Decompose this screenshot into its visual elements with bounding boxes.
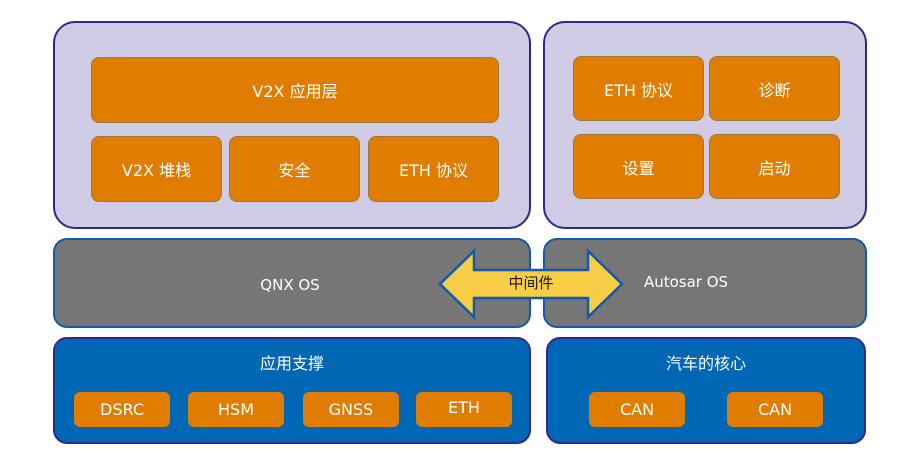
can-module-2: CAN bbox=[727, 392, 823, 427]
hsm-module: HSM bbox=[188, 392, 284, 427]
app-support-title: 应用支撑 bbox=[259, 354, 324, 373]
startup-module: 启动 bbox=[709, 134, 840, 199]
qnx-os-label: QNX OS bbox=[260, 276, 320, 294]
can-module-1: CAN bbox=[589, 392, 685, 427]
settings-module: 设置 bbox=[573, 134, 704, 199]
diagnostics-module: 诊断 bbox=[709, 56, 840, 121]
middleware-label: 中间件 bbox=[508, 274, 554, 292]
gnss-module: GNSS bbox=[303, 392, 399, 427]
eth-module: ETH bbox=[416, 392, 512, 427]
autosar-os-label: Autosar OS bbox=[643, 273, 729, 291]
eth-protocol-module-right: ETH 协议 bbox=[573, 56, 704, 121]
middleware-double-arrow-icon bbox=[438, 248, 624, 320]
eth-protocol-module: ETH 协议 bbox=[368, 136, 499, 202]
dsrc-module: DSRC bbox=[74, 392, 170, 427]
vehicle-core-title: 汽车的核心 bbox=[665, 354, 746, 373]
security-module: 安全 bbox=[229, 136, 360, 202]
v2x-stack-module: V2X 堆栈 bbox=[91, 136, 222, 202]
v2x-application-layer: V2X 应用层 bbox=[91, 57, 499, 123]
